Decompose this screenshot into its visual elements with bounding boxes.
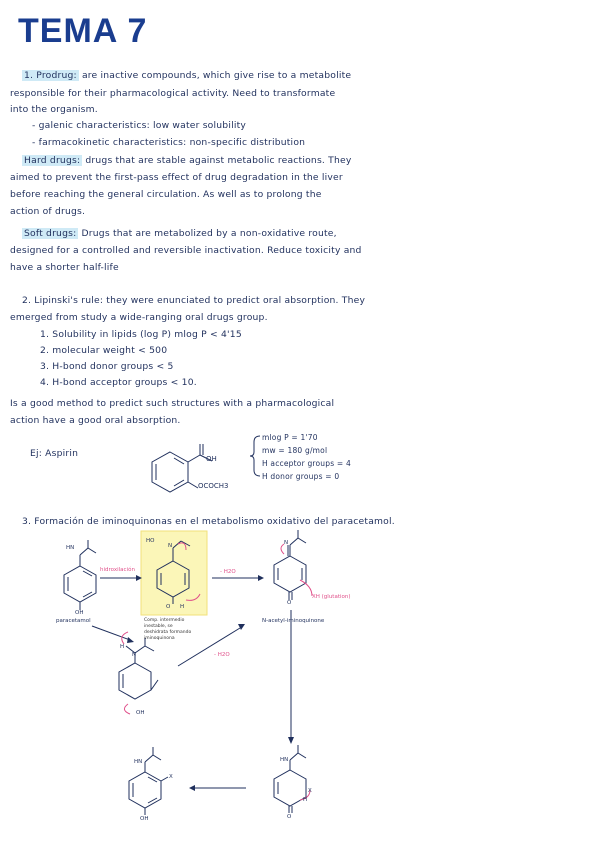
epoxide-h: H <box>120 644 125 650</box>
prodrug-farmacokinetic: - farmacokinetic characteristics: non-sp… <box>32 137 306 148</box>
soft-drugs-line-3: have a shorter half-life <box>10 262 119 273</box>
hard-drugs-line-3: before reaching the general circulation.… <box>10 189 322 200</box>
glutathion-label: XH (glutation) <box>312 594 351 600</box>
soft-drugs-term: Soft drugs: <box>22 228 79 239</box>
paracetamol-ring <box>63 565 97 603</box>
epoxide-oh: OH <box>136 710 145 716</box>
adduct-x: X <box>308 788 312 794</box>
hard-drugs-text-1: drugs that are stable against metabolic … <box>85 155 352 166</box>
intermediate-note-2: inestable, se <box>144 624 173 629</box>
hard-drugs-line-1: Hard drugs: drugs that are stable agains… <box>22 155 352 166</box>
intermediate-n: N <box>168 543 173 549</box>
aspirin-ococh3: OCOCH3 <box>198 482 229 490</box>
aspirin-example-label: Ej: Aspirin <box>30 448 79 459</box>
napqi-n: N <box>284 540 289 546</box>
lipinski-item-4: 4. H-bond acceptor groups < 10. <box>40 377 197 388</box>
prodrug-text-1: are inactive compounds, which give rise … <box>81 70 352 81</box>
page-title: TEMA 7 <box>18 12 148 50</box>
lipinski-line-2: emerged from study a wide-ranging oral d… <box>10 312 268 323</box>
minus-h2o-label-2: - H2O <box>214 652 230 658</box>
prodrug-line-3: into the organism. <box>10 104 98 115</box>
final-hn: HN <box>134 759 143 765</box>
lipinski-line-4: action have a good oral absorption. <box>10 415 181 426</box>
arrow-epoxide-to-napqi <box>177 627 241 667</box>
napqi-o: O <box>287 600 292 606</box>
hard-drugs-line-4: action of drugs. <box>10 206 86 217</box>
napqi-ring <box>273 555 307 593</box>
aspirin-h-donor: H donor groups = 0 <box>262 472 340 481</box>
intermediate-ho: HO <box>146 538 155 544</box>
final-x: X <box>169 774 173 780</box>
hydroxylation-label: hidroxilación <box>100 567 135 573</box>
intermediate-h: H <box>180 604 185 610</box>
soft-drugs-line-1: Soft drugs: Drugs that are metabolized b… <box>22 228 337 239</box>
intermediate-note-4: iminoquinona <box>144 636 175 641</box>
paracetamol-label: paracetamol <box>56 618 91 624</box>
aspirin-mw: mw = 180 g/mol <box>262 446 328 455</box>
final-oh: OH <box>140 816 149 822</box>
adduct-ring <box>273 769 307 807</box>
final-product-ring <box>128 771 162 809</box>
prodrug-line-2: responsible for their pharmacological ac… <box>10 88 336 99</box>
prodrug-line-1: 1. Prodrug: are inactive compounds, whic… <box>22 70 351 81</box>
lipinski-line-1: 2. Lipinski's rule: they were enunciated… <box>22 295 366 306</box>
napqi-label: N-acetyl-iminoquinone <box>262 618 325 624</box>
paracetamol-oh: OH <box>75 610 84 616</box>
lipinski-item-3: 3. H-bond donor groups < 5 <box>40 361 174 372</box>
epoxide-n: N <box>132 652 137 658</box>
hard-drugs-line-2: aimed to prevent the first-pass effect o… <box>10 172 343 183</box>
intermediate-o: O <box>166 604 171 610</box>
intermediate-note-1: Comp. intermedio <box>144 618 185 623</box>
section-3-heading: 3. Formación de iminoquinonas en el meta… <box>22 516 395 527</box>
intermediate-note-3: deshidrata formando <box>144 630 192 635</box>
aspirin-ring <box>151 451 189 493</box>
soft-drugs-line-2: designed for a controlled and reversible… <box>10 245 362 256</box>
aspirin-oh: OH <box>206 455 217 463</box>
adduct-o: O <box>287 814 292 820</box>
lipinski-line-3: Is a good method to predict such structu… <box>10 398 335 409</box>
paracetamol-hn: HN <box>66 545 75 551</box>
minus-h2o-label-1: - H2O <box>220 569 236 575</box>
aspirin-logp: mlog P = 1'70 <box>262 433 318 442</box>
prodrug-galenic: - galenic characteristics: low water sol… <box>32 120 247 131</box>
soft-drugs-text-1: Drugs that are metabolized by a non-oxid… <box>81 228 337 239</box>
adduct-h: H <box>303 797 308 803</box>
lipinski-item-2: 2. molecular weight < 500 <box>40 345 168 356</box>
adduct-hn: HN <box>280 757 289 763</box>
arrow-epoxide <box>91 625 131 641</box>
prodrug-term: 1. Prodrug: <box>22 70 79 81</box>
lipinski-item-1: 1. Solubility in lipids (log P) mlog P <… <box>40 329 242 340</box>
hard-drugs-term: Hard drugs: <box>22 155 83 166</box>
aspirin-h-acceptor: H acceptor groups = 4 <box>262 459 351 468</box>
